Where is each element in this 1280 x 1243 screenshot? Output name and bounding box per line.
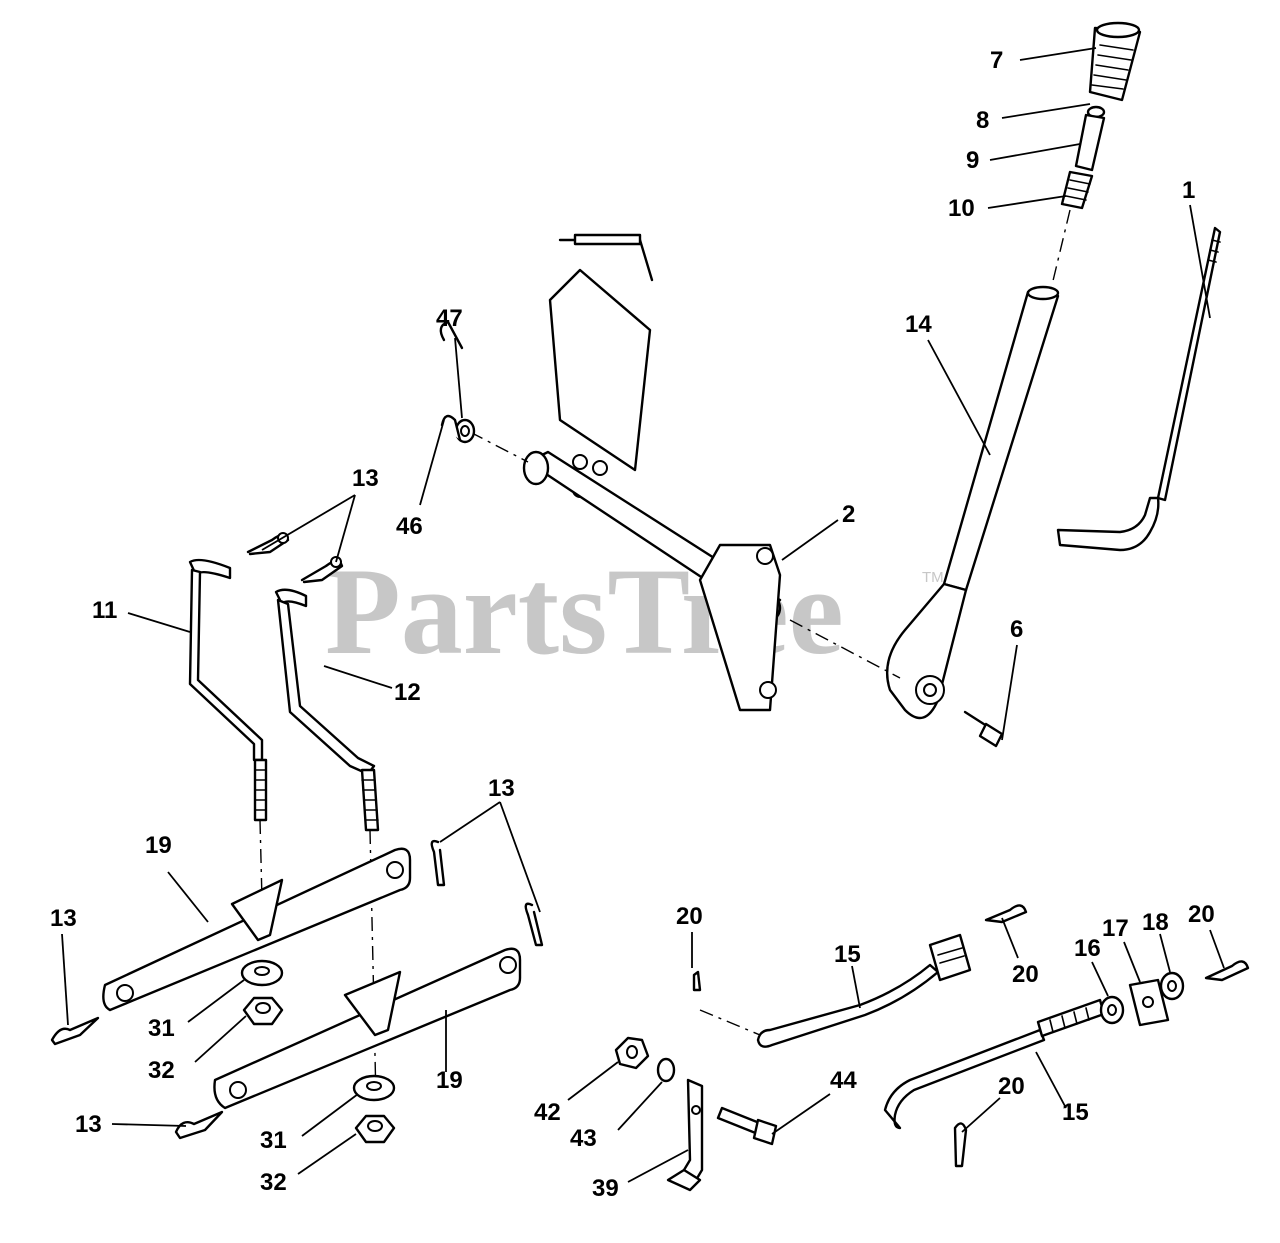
callout-46: 46 — [396, 513, 423, 540]
watermark-trademark: TM — [922, 569, 944, 586]
clip-part-20-bottom[interactable] — [953, 1122, 968, 1168]
washer-part-31-upper[interactable] — [240, 959, 284, 987]
lift-rod-part-1[interactable] — [1056, 226, 1222, 552]
callout-20-right: 20 — [1188, 901, 1215, 928]
bolt-part-6[interactable] — [963, 710, 1004, 748]
callout-43: 43 — [570, 1125, 597, 1152]
callout-9: 9 — [966, 147, 979, 174]
lift-arm-part-19-upper[interactable] — [102, 847, 412, 1012]
callout-15-upper: 15 — [834, 941, 861, 968]
callout-31-lower: 31 — [260, 1127, 287, 1154]
callout-20-upper: 20 — [1012, 961, 1039, 988]
callout-15-lower: 15 — [1062, 1099, 1089, 1126]
callout-16: 16 — [1074, 935, 1101, 962]
callout-2: 2 — [842, 501, 855, 528]
callout-20-left: 20 — [676, 903, 703, 930]
assembly-line — [1051, 209, 1071, 286]
nut-part-42[interactable] — [614, 1036, 650, 1070]
clip-part-46[interactable] — [439, 320, 464, 350]
linkage-rod-part-15-upper[interactable] — [756, 933, 972, 1048]
handle-grip-part-7[interactable] — [1088, 21, 1142, 102]
clip-part-20-left[interactable] — [692, 970, 702, 992]
callout-32-lower: 32 — [260, 1169, 287, 1196]
hairpin-clip-part-13-mid-a[interactable] — [430, 839, 446, 887]
callout-39: 39 — [592, 1175, 619, 1202]
assembly-line — [259, 819, 263, 901]
callout-1: 1 — [1182, 177, 1195, 204]
nut-part-32-upper[interactable] — [242, 996, 284, 1026]
assembly-line — [789, 619, 901, 679]
handle-lever-part-14[interactable] — [886, 285, 1060, 720]
callout-19-upper: 19 — [145, 832, 172, 859]
callout-13-left: 13 — [50, 905, 77, 932]
hairpin-clip-part-13-bottom[interactable] — [174, 1110, 224, 1140]
hairpin-clip-part-13-top-a[interactable] — [246, 532, 290, 556]
callout-6: 6 — [1010, 616, 1023, 643]
trunnion-part-17[interactable] — [1128, 978, 1170, 1027]
callout-13-top: 13 — [352, 465, 379, 492]
washer-part-43[interactable] — [656, 1057, 676, 1083]
nut-part-18[interactable] — [1159, 971, 1185, 1001]
linkage-rod-part-15-lower[interactable] — [883, 998, 1106, 1130]
assembly-line — [369, 829, 377, 1101]
spring-part-10[interactable] — [1060, 170, 1094, 210]
callout-47: 47 — [436, 305, 463, 332]
lift-link-part-12[interactable] — [274, 588, 380, 832]
callout-7: 7 — [990, 47, 1003, 74]
lift-link-part-11[interactable] — [188, 558, 268, 822]
callout-10: 10 — [948, 195, 975, 222]
callout-8: 8 — [976, 107, 989, 134]
callout-18: 18 — [1142, 909, 1169, 936]
lift-arm-part-19-lower[interactable] — [213, 947, 522, 1110]
callout-19-lower: 19 — [436, 1067, 463, 1094]
nut-part-32-lower[interactable] — [354, 1114, 396, 1144]
washer-part-31-lower[interactable] — [352, 1074, 396, 1102]
hairpin-clip-part-13-left[interactable] — [50, 1016, 100, 1046]
callout-32-upper: 32 — [148, 1057, 175, 1084]
callout-11: 11 — [92, 597, 117, 624]
callout-44: 44 — [830, 1067, 857, 1094]
bolt-part-44[interactable] — [716, 1106, 778, 1146]
assembly-line — [469, 431, 529, 463]
callout-12: 12 — [394, 679, 421, 706]
nut-part-16[interactable] — [1099, 995, 1125, 1025]
lift-shaft-part-2[interactable] — [522, 233, 782, 712]
callout-42: 42 — [534, 1099, 561, 1126]
clip-part-46b — [440, 414, 462, 442]
clip-part-20-right[interactable] — [1204, 960, 1250, 982]
sleeve-part-9[interactable] — [1074, 113, 1106, 172]
leader-lines — [61, 47, 1225, 1183]
callout-31-upper: 31 — [148, 1015, 175, 1042]
clip-part-20-upper[interactable] — [984, 904, 1028, 924]
callout-13-mid: 13 — [488, 775, 515, 802]
hairpin-clip-part-13-mid-b[interactable] — [524, 902, 544, 947]
callout-20-bottom: 20 — [998, 1073, 1025, 1100]
callout-13-bottom: 13 — [75, 1111, 102, 1138]
assembly-line — [699, 1009, 761, 1036]
callout-14: 14 — [905, 311, 932, 338]
bracket-part-39[interactable] — [666, 1078, 704, 1192]
callout-17: 17 — [1102, 915, 1129, 942]
